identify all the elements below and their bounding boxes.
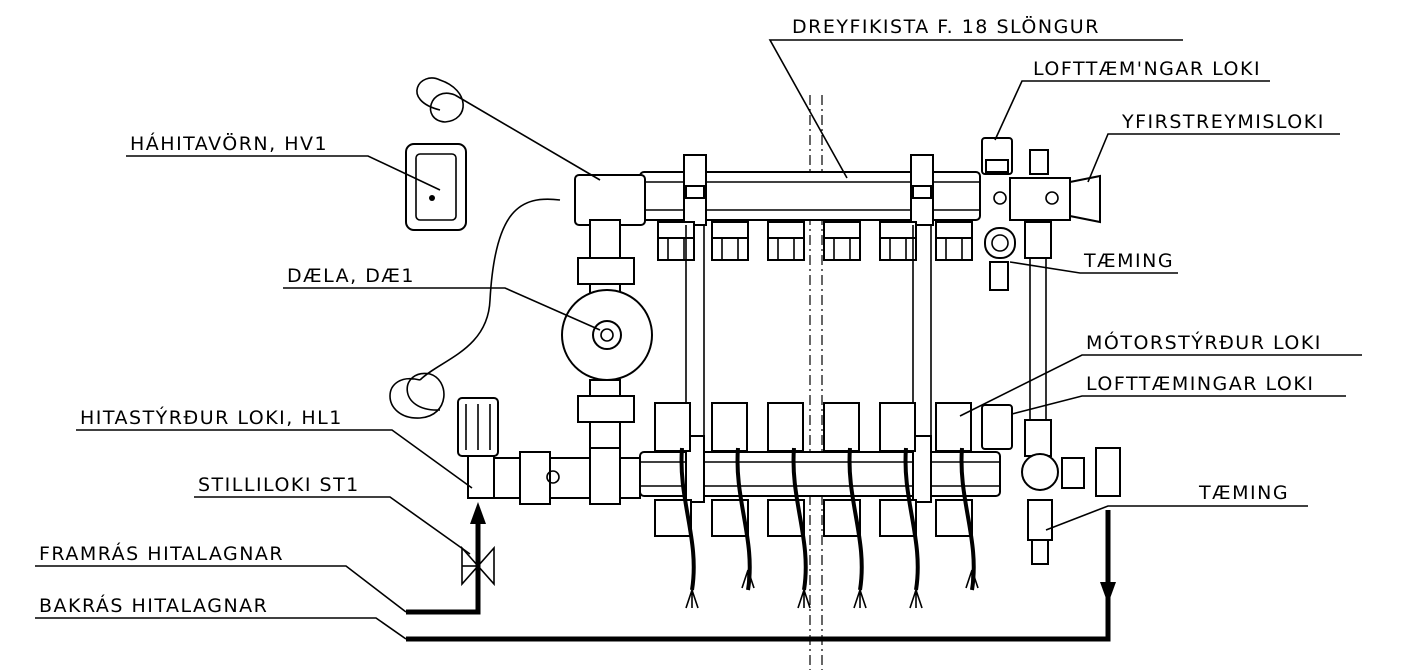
balancing-valve-symbol [461,545,495,587]
label-drain-bottom-text: TÆMING [1198,482,1289,504]
overflow-valve [993,149,1101,224]
label-thermostatic-valve: HITASTÝRÐUR LOKI, HL1 [76,406,473,489]
return-line [406,510,1116,642]
label-supply-line-text: FRAMRÁS HITALAGNAR [39,542,284,565]
label-balancing-valve: STILLILOKI ST1 [194,474,471,555]
label-overflow-valve: YFIRSTREYMISLOKI [1087,111,1340,183]
cable-wire-ends [685,569,979,609]
return-outlets [654,499,973,537]
label-return-line-text: BAKRÁS HITALAGNAR [39,594,268,617]
label-air-vent-bottom: LOFTTÆMINGAR LOKI [1011,373,1346,415]
label-pump: DÆLA, DÆ1 [283,265,601,331]
label-overflow-valve-text: YFIRSTREYMISLOKI [1121,111,1325,133]
pump-assembly [561,174,653,451]
label-supply-line: FRAMRÁS HITALAGNAR [35,542,407,613]
label-motor-valve: MÓTORSTÝRÐUR LOKI [959,330,1362,417]
label-drain-top: TÆMING [1009,250,1178,274]
label-thermostatic-valve-text: HITASTÝRÐUR LOKI, HL1 [80,406,343,429]
label-air-vent-top-text: LOFTTÆM'NGAR LOKI [1033,58,1261,80]
label-pump-text: DÆLA, DÆ1 [287,265,415,287]
supply-manifold-bar [639,154,981,226]
drain-bottom [1021,453,1085,565]
supply-line [406,502,486,615]
label-return-line: BAKRÁS HITALAGNAR [35,594,407,640]
label-drain-bottom: TÆMING [1045,482,1308,531]
label-manifold-text: DREYFIKISTA F. 18 SLÖNGUR [792,15,1100,38]
label-high-temp-guard: HÁHITAVÖRN, HV1 [126,132,441,191]
label-air-vent-bottom-text: LOFTTÆMINGAR LOKI [1086,373,1314,395]
bypass-pipe [1024,221,1052,457]
label-high-temp-guard-text: HÁHITAVÖRN, HV1 [130,132,328,155]
high-temp-guard [405,77,601,381]
label-manifold: DREYFIKISTA F. 18 SLÖNGUR [768,15,1183,179]
return-connection [1095,447,1121,497]
motor-cables [679,447,976,591]
capillary-coil-lower [389,372,445,419]
air-vent-bottom [981,404,1013,450]
inlet-pipe [493,447,641,505]
air-vent-top [981,137,1013,175]
label-motor-valve-text: MÓTORSTÝRÐUR LOKI [1086,330,1322,354]
label-drain-top-text: TÆMING [1083,250,1174,272]
label-balancing-valve-text: STILLILOKI ST1 [198,474,360,496]
motor-valve-heads [654,402,972,452]
label-air-vent-top: LOFTTÆM'NGAR LOKI [994,58,1270,141]
drain-top [984,227,1016,291]
supply-outlets [657,221,973,261]
